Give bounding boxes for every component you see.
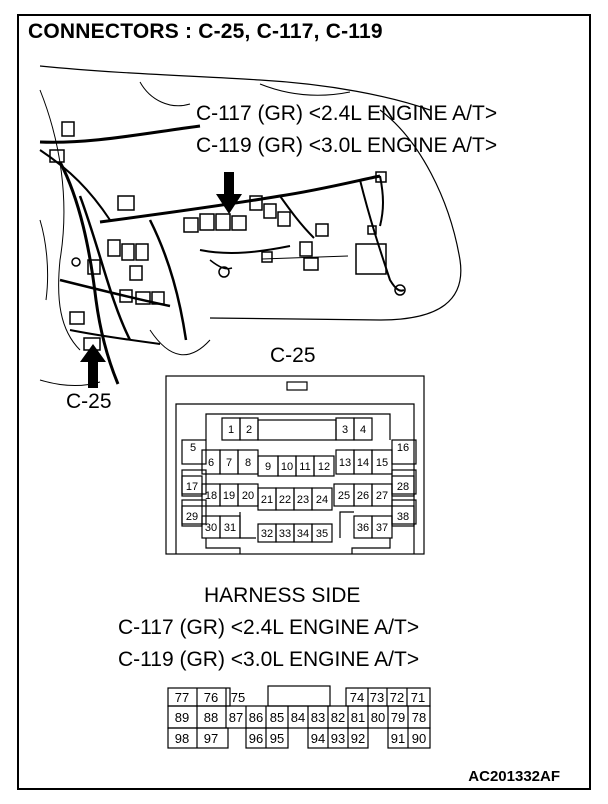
c25-pin: 38 — [397, 511, 409, 523]
c25-pin: 29 — [186, 511, 198, 523]
c25-pin: 8 — [245, 457, 251, 469]
c117-pin-labels: 77 76 75 74 73 72 71 89 88 87 86 85 84 8… — [175, 690, 426, 746]
c25-pin: 35 — [316, 528, 328, 540]
c117-pin: 73 — [370, 690, 384, 705]
c25-pin: 14 — [357, 457, 369, 469]
c117-pin: 86 — [249, 710, 263, 725]
c25-pin: 34 — [297, 528, 309, 540]
c25-pin: 26 — [357, 490, 369, 502]
c25-pin: 4 — [360, 424, 366, 436]
figure-frame — [17, 14, 591, 790]
harness-c119-label: C-119 (GR) <3.0L ENGINE A/T> — [118, 648, 420, 671]
c117-pin: 85 — [270, 710, 284, 725]
c25-pin: 2 — [246, 424, 252, 436]
vehicle-harness-illustration — [39, 65, 462, 387]
c119-callout: C-119 (GR) <3.0L ENGINE A/T> — [196, 134, 498, 157]
c25-connector-label: C-25 — [270, 344, 316, 367]
c25-pin: 7 — [226, 457, 232, 469]
c117-pin: 98 — [175, 731, 189, 746]
c117-pin: 97 — [204, 731, 218, 746]
c117-pin: 82 — [331, 710, 345, 725]
c25-pin: 37 — [376, 522, 388, 534]
c25-pin: 22 — [279, 494, 291, 506]
c117-connector-face — [167, 685, 431, 749]
c25-pin: 9 — [265, 461, 271, 473]
c25-pin: 5 — [190, 442, 196, 454]
c25-pin: 16 — [397, 442, 409, 454]
c25-pin: 10 — [281, 461, 293, 473]
c117-pin: 91 — [391, 731, 405, 746]
c117-pin: 72 — [390, 690, 404, 705]
c117-pin: 95 — [270, 731, 284, 746]
c25-pin: 6 — [208, 457, 214, 469]
c117-pin: 71 — [411, 690, 425, 705]
c25-pin: 3 — [342, 424, 348, 436]
c25-pin: 19 — [223, 490, 235, 502]
c117-pin: 79 — [391, 710, 405, 725]
c25-pin: 11 — [299, 461, 310, 473]
c117-pin: 84 — [291, 710, 305, 725]
c117-pin: 90 — [412, 731, 426, 746]
c117-pin: 92 — [351, 731, 365, 746]
c25-pin: 13 — [339, 457, 351, 469]
c117-pin: 74 — [350, 690, 364, 705]
c117-pin: 83 — [311, 710, 325, 725]
c117-pin: 88 — [204, 710, 218, 725]
c25-pin: 23 — [297, 494, 309, 506]
c25-connector-face — [165, 375, 425, 555]
c25-pin: 33 — [279, 528, 291, 540]
harness-c117-label: C-117 (GR) <2.4L ENGINE A/T> — [118, 616, 420, 639]
c25-pin: 32 — [261, 528, 273, 540]
c25-pin: 28 — [397, 481, 409, 493]
c25-pin: 25 — [338, 490, 350, 502]
c25-pointer-arrow-icon — [80, 344, 106, 388]
c25-pin-labels: 1 2 3 4 5 6 7 8 9 10 11 12 13 14 15 16 1… — [186, 424, 409, 540]
c25-pin: 15 — [376, 457, 388, 469]
c25-pin: 27 — [376, 490, 388, 502]
c25-pin: 21 — [261, 494, 273, 506]
c117-pin: 96 — [249, 731, 263, 746]
c25-callout: C-25 — [66, 390, 112, 413]
c117-pin: 87 — [229, 710, 243, 725]
c25-pin: 18 — [205, 490, 217, 502]
c117-pin: 89 — [175, 710, 189, 725]
c25-pin: 30 — [205, 522, 217, 534]
harness-side-label: HARNESS SIDE — [204, 584, 361, 607]
page-title: CONNECTORS : C-25, C-117, C-119 — [28, 20, 383, 43]
c25-pin: 12 — [318, 461, 330, 473]
c117-pin: 93 — [331, 731, 345, 746]
c25-pin: 36 — [357, 522, 369, 534]
c117-pin: 81 — [351, 710, 365, 725]
c25-pin: 24 — [316, 494, 328, 506]
c117-pointer-arrow-icon — [216, 172, 242, 214]
c117-pin: 80 — [371, 710, 385, 725]
figure-code: AC201332AF — [468, 768, 560, 785]
c117-pin: 78 — [412, 710, 426, 725]
c25-pin: 17 — [186, 481, 198, 493]
c117-pin: 94 — [311, 731, 325, 746]
c117-pin: 75 — [231, 690, 245, 705]
c25-pin: 1 — [228, 424, 234, 436]
c117-pin: 77 — [175, 690, 189, 705]
c25-pin: 31 — [224, 522, 236, 534]
c25-pin: 20 — [242, 490, 254, 502]
c117-pin: 76 — [204, 690, 218, 705]
